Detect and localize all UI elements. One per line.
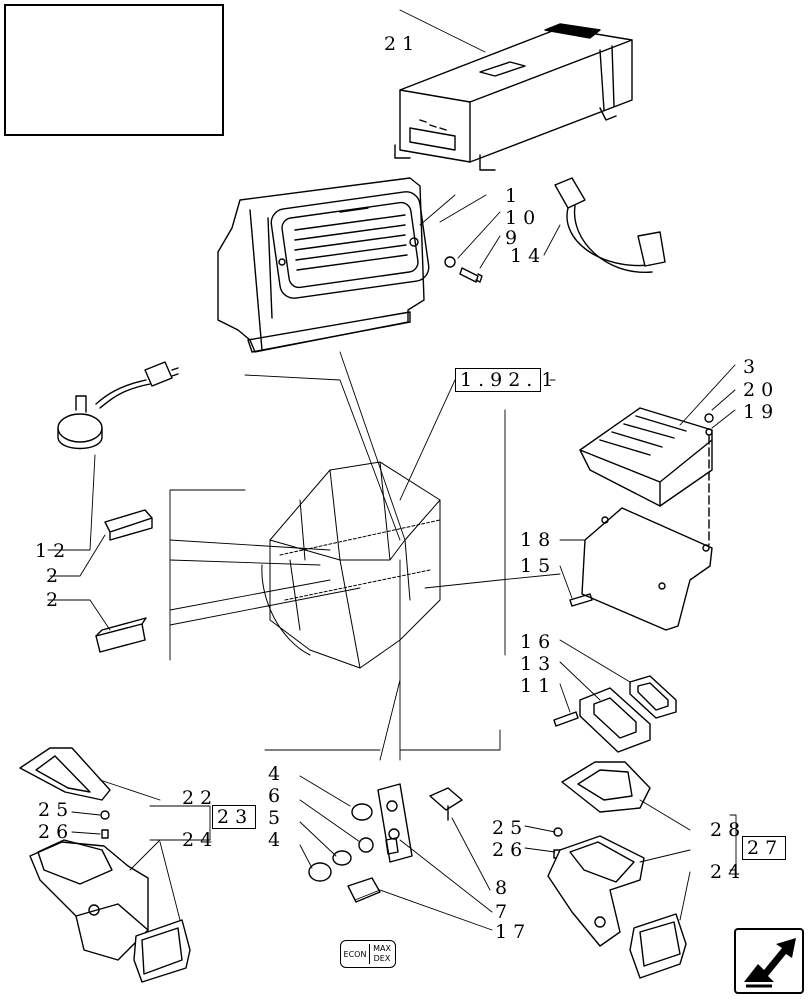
label-2-upper: 2 (46, 565, 65, 587)
label-20: 20 (743, 379, 780, 401)
badge-divider (369, 944, 370, 964)
left-duct-assembly (19, 747, 191, 983)
label-11: 11 (520, 675, 557, 697)
next-page-arrow-icon (744, 938, 796, 988)
label-25-right: 25 (492, 817, 529, 839)
label-8: 8 (495, 877, 514, 899)
label-4-lower: 4 (268, 829, 287, 851)
label-18: 18 (520, 529, 557, 551)
label-21: 21 (384, 33, 421, 55)
label-3: 3 (743, 356, 762, 378)
label-4-upper: 4 (268, 763, 287, 785)
label-23-box: 23 (212, 805, 257, 829)
label-23: 23 (212, 805, 257, 829)
next-page-button[interactable] (734, 928, 804, 994)
label-22: 22 (182, 787, 219, 809)
cab-frame (261, 461, 441, 669)
label-26-right: 26 (492, 839, 529, 861)
switch-function-badge: ECON MAX DEX (340, 940, 396, 968)
label-1: 1 (505, 185, 524, 207)
label-14: 14 (510, 245, 547, 267)
switch-panel-assembly (308, 783, 463, 903)
label-27: 27 (742, 836, 787, 860)
label-17: 17 (495, 921, 532, 943)
part-10-9-fasteners (444, 256, 483, 283)
part-2-plugs (95, 509, 153, 653)
label-28: 28 (710, 819, 747, 841)
label-24-left: 24 (182, 829, 219, 851)
reference-suffix: 1 (541, 369, 560, 391)
part-16-13-11-gaskets (553, 675, 677, 753)
label-2-lower: 2 (46, 589, 65, 611)
reference-number: 1.92.1 (455, 368, 560, 392)
label-24-right: 24 (710, 861, 747, 883)
label-25-left: 25 (38, 799, 75, 821)
label-12: 12 (35, 540, 72, 562)
right-duct-assembly (547, 761, 687, 979)
label-leaders (47, 194, 737, 931)
label-5: 5 (268, 807, 287, 829)
part-18-mounting-plate (569, 507, 713, 631)
badge-dex: DEX (373, 954, 391, 963)
badge-econ: ECON (343, 950, 367, 959)
leader-lines (169, 9, 561, 761)
part-1-control-housing (217, 177, 430, 353)
label-13: 13 (520, 653, 557, 675)
label-6: 6 (268, 785, 287, 807)
reference-box: 1.92. (455, 368, 542, 392)
part-3-control-module (579, 407, 714, 546)
tractor-thumbnail-frame (4, 4, 224, 136)
label-10: 10 (505, 207, 542, 229)
part-14-wiring-harness (554, 177, 666, 273)
label-26-left: 26 (38, 821, 75, 843)
label-27-box: 27 (742, 836, 787, 860)
label-7: 7 (495, 901, 514, 923)
label-9: 9 (505, 227, 524, 249)
label-19: 19 (743, 401, 780, 423)
part-21-ac-unit (394, 23, 633, 171)
label-16: 16 (520, 631, 557, 653)
part-12-sensor (57, 361, 179, 450)
badge-max: MAX (373, 944, 391, 953)
label-15: 15 (520, 555, 557, 577)
